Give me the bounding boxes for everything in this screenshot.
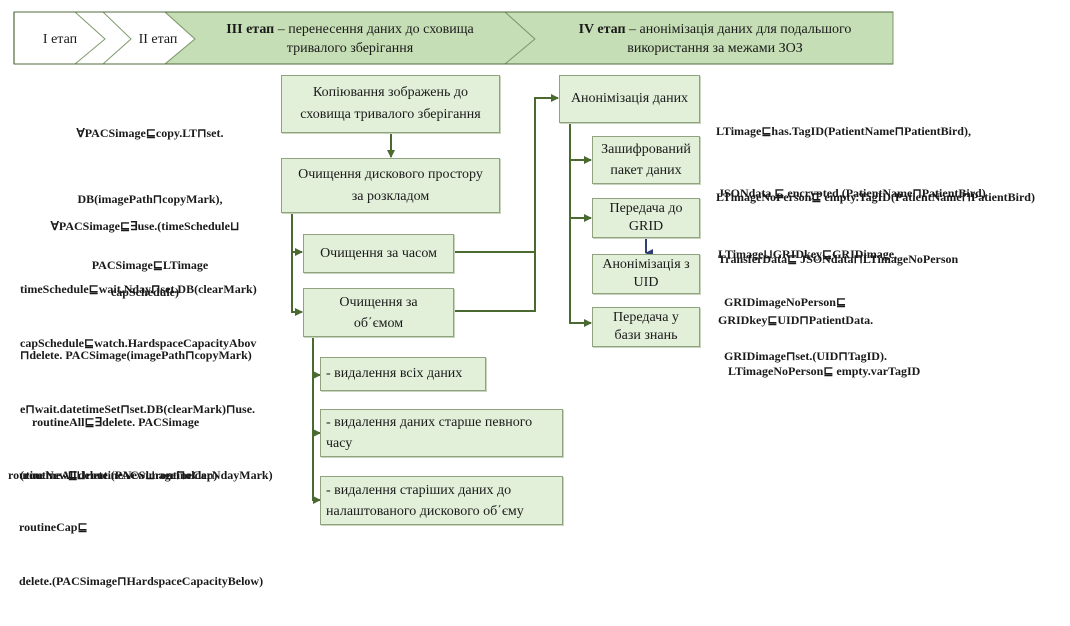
- formula-routine-all: routineAll⊑∃delete. PACSimage: [32, 367, 199, 477]
- encrypted-line2: пакет даних: [610, 163, 682, 178]
- formula-line: capSchedule⊑watch.HardspaceCapacityAbov: [20, 336, 257, 350]
- stage-4-rest: – анонімізація даних для подальшого: [625, 22, 852, 37]
- encrypted-package-box: Зашифрований пакет даних: [592, 136, 700, 184]
- stage-3-line2: тривалого зберігання: [286, 41, 414, 56]
- arrow-cleanup-to-volume: [291, 252, 303, 316]
- delete-older-box: - видалення даних старше певного часу: [320, 409, 563, 457]
- arrow-volume-to-del-oldest: [312, 433, 321, 504]
- uid-line2: UID: [633, 275, 659, 290]
- arrow-anonym-to-kb: [569, 218, 592, 327]
- formula-line: TransferData⊑ JSONdata⊓LTimageNoPerson: [718, 252, 959, 266]
- formula-line: ∀PACSimage⊑copy.LT⊓set.: [76, 126, 224, 140]
- formula-copy: ∀PACSimage⊑copy.LT⊓set. DB(imagePath⊓cop…: [40, 78, 260, 320]
- formula-line: routineCap⊑: [19, 520, 88, 534]
- formula-line: PACSimage⊑LTimage: [91, 258, 209, 272]
- formula-line: LTimage⊑has.TagID(PatientName⊓PatientBir…: [716, 124, 971, 138]
- formula-routine-cap: routineCap⊑ delete.(PACSimage⊓HardspaceC…: [19, 482, 263, 626]
- formula-routine-new: routineNew⊑delete.(PACSimage⊓olderNdayMa…: [8, 420, 273, 530]
- stage-3-bold: III етап: [226, 22, 275, 37]
- stage-1-label: I етап: [42, 32, 78, 47]
- encrypted-line1: Зашифрований: [601, 142, 691, 157]
- del-all-label: - видалення всіх даних: [326, 366, 463, 381]
- by-volume-line1: Очищення за: [339, 294, 418, 310]
- anonymization-uid-box: Анонімізація з UID: [592, 254, 700, 294]
- stage-4-label: IV етап – анонімізація даних для подальш…: [545, 20, 885, 58]
- copy-images-box: Копіювання зображень до сховища тривалого…: [281, 75, 500, 133]
- formula-line: ⊓delete. PACSimage(imagePath⊓copyMark): [20, 348, 252, 362]
- grid-line2: GRID: [628, 219, 664, 234]
- arrow-anonym-to-encrypted: [569, 122, 592, 164]
- cleanup-line1: Очищення дискового простору: [298, 166, 483, 182]
- formula-cap-schedule: capSchedule⊑watch.HardspaceCapacityAbov …: [20, 288, 256, 530]
- formula-jsondata: JSONdata ⊑ encrypted.(PatientName⊓Patien…: [718, 138, 986, 314]
- formula-line: timeSchedule⊑wait.Nday⊓set.DB(clearMark): [20, 282, 257, 296]
- formula-line: delete.(PACSimage⊓HardspaceCapacityBelow…: [19, 574, 264, 588]
- kb-line2: бази знань: [614, 328, 678, 343]
- delete-oldest-box: - видалення старіших даних до налаштовано…: [320, 476, 563, 525]
- formula-line: (routineAll⊔routineNew⊔routineCap): [20, 468, 218, 482]
- stage-chevron-bar: [13, 11, 894, 65]
- copy-line1: Копіювання зображень до: [312, 85, 469, 100]
- anonymization-box: Анонімізація даних: [559, 75, 700, 123]
- arrow-join-to-anonym: [534, 94, 559, 252]
- arrow-volume-to-del-older: [312, 375, 321, 437]
- grid-line1: Передача до: [609, 201, 683, 216]
- cleanup-by-time-box: Очищення за часом: [303, 234, 454, 273]
- kb-line1: Передача у: [613, 310, 679, 325]
- transfer-to-grid-box: Передача до GRID: [592, 198, 700, 238]
- formula-gridkey: LTimage⊔GRIDkey⊑GRIDimage, GRIDkey⊑UID⊓P…: [718, 199, 897, 375]
- transfer-to-kb-box: Передача у бази знань: [592, 307, 700, 347]
- by-time-label: Очищення за часом: [320, 245, 437, 261]
- stage-4-line2: використання за межами ЗОЗ: [627, 41, 803, 56]
- formula-line: GRIDimageNoPerson⊑: [724, 295, 847, 309]
- arrow-cleanup-to-time: [291, 212, 303, 256]
- stage-3-rest: – перенесення даних до сховища: [274, 22, 474, 37]
- arrow-volume-to-del-all: [312, 337, 321, 379]
- by-volume-line2: об΄ємом: [353, 315, 404, 331]
- copy-line2: сховища тривалого зберігання: [300, 107, 481, 122]
- formula-ltimage: LTimage⊑has.TagID(PatientName⊓PatientBir…: [716, 76, 1035, 252]
- uid-line1: Анонімізація з: [602, 257, 690, 272]
- delete-all-box: - видалення всіх даних: [320, 357, 486, 391]
- cleanup-line2: за розкладом: [351, 188, 430, 204]
- formula-line: LTimage⊔GRIDkey⊑GRIDimage,: [718, 247, 898, 261]
- formula-line: GRIDimage⊓set.(UID⊓TagID).: [724, 349, 887, 363]
- anonym-label: Анонімізація даних: [570, 91, 689, 106]
- formula-line: routineNew⊑delete.(PACSimage⊓olderNdayMa…: [8, 468, 273, 482]
- cleanup-schedule-box: Очищення дискового простору за розкладом: [281, 158, 500, 213]
- formula-line: DB(imagePath⊓copyMark),: [77, 192, 223, 206]
- del-oldest-line1: - видалення старіших даних до: [326, 482, 512, 498]
- formula-line: LTimageNoPerson⊑ empty.TagID(PatientName…: [716, 190, 1035, 204]
- del-older-line1: - видалення даних старше певного: [326, 415, 533, 430]
- diagram-canvas: I етап II етап III етап – перенесення да…: [8, 11, 1035, 588]
- formula-line: LTimageNoPerson⊑ empty.varTagID: [728, 364, 921, 378]
- cleanup-by-volume-box: Очищення за об΄ємом: [303, 288, 454, 337]
- formula-line: ∀PACSimage⊑∃use.(timeSchedule⊔: [50, 219, 240, 233]
- stage-2-label: II етап: [138, 32, 178, 47]
- formula-gridimage: GRIDimageNoPerson⊑ GRIDimage⊓set.(UID⊓Ta…: [724, 257, 887, 401]
- stage-4-bold: IV етап: [578, 22, 626, 37]
- arrow-anonym-to-grid: [569, 160, 592, 222]
- formula-line: GRIDkey⊑UID⊓PatientData.: [718, 313, 874, 327]
- formula-line: capSchedule): [110, 285, 179, 299]
- stage-3-label: III етап – перенесення даних до сховища …: [200, 20, 500, 58]
- formula-time-schedule: timeSchedule⊑wait.Nday⊓set.DB(clearMark)…: [20, 234, 257, 410]
- line-volume-to-join: [455, 252, 536, 312]
- formula-line: routineAll⊑∃delete. PACSimage: [32, 415, 200, 429]
- formula-line: JSONdata ⊑ encrypted.(PatientName⊓Patien…: [718, 186, 986, 200]
- del-oldest-line2: налаштованого дискового об΄єму: [326, 503, 524, 519]
- del-older-line2: часу: [326, 436, 353, 451]
- formula-schedule: ∀PACSimage⊑∃use.(timeSchedule⊔ capSchedu…: [25, 171, 265, 347]
- formula-line: e⊓wait.datetimeSet⊓set.DB(clearMark)⊓use…: [20, 402, 256, 416]
- formula-noperson: LTimageNoPerson⊑ empty.varTagID: [728, 316, 920, 426]
